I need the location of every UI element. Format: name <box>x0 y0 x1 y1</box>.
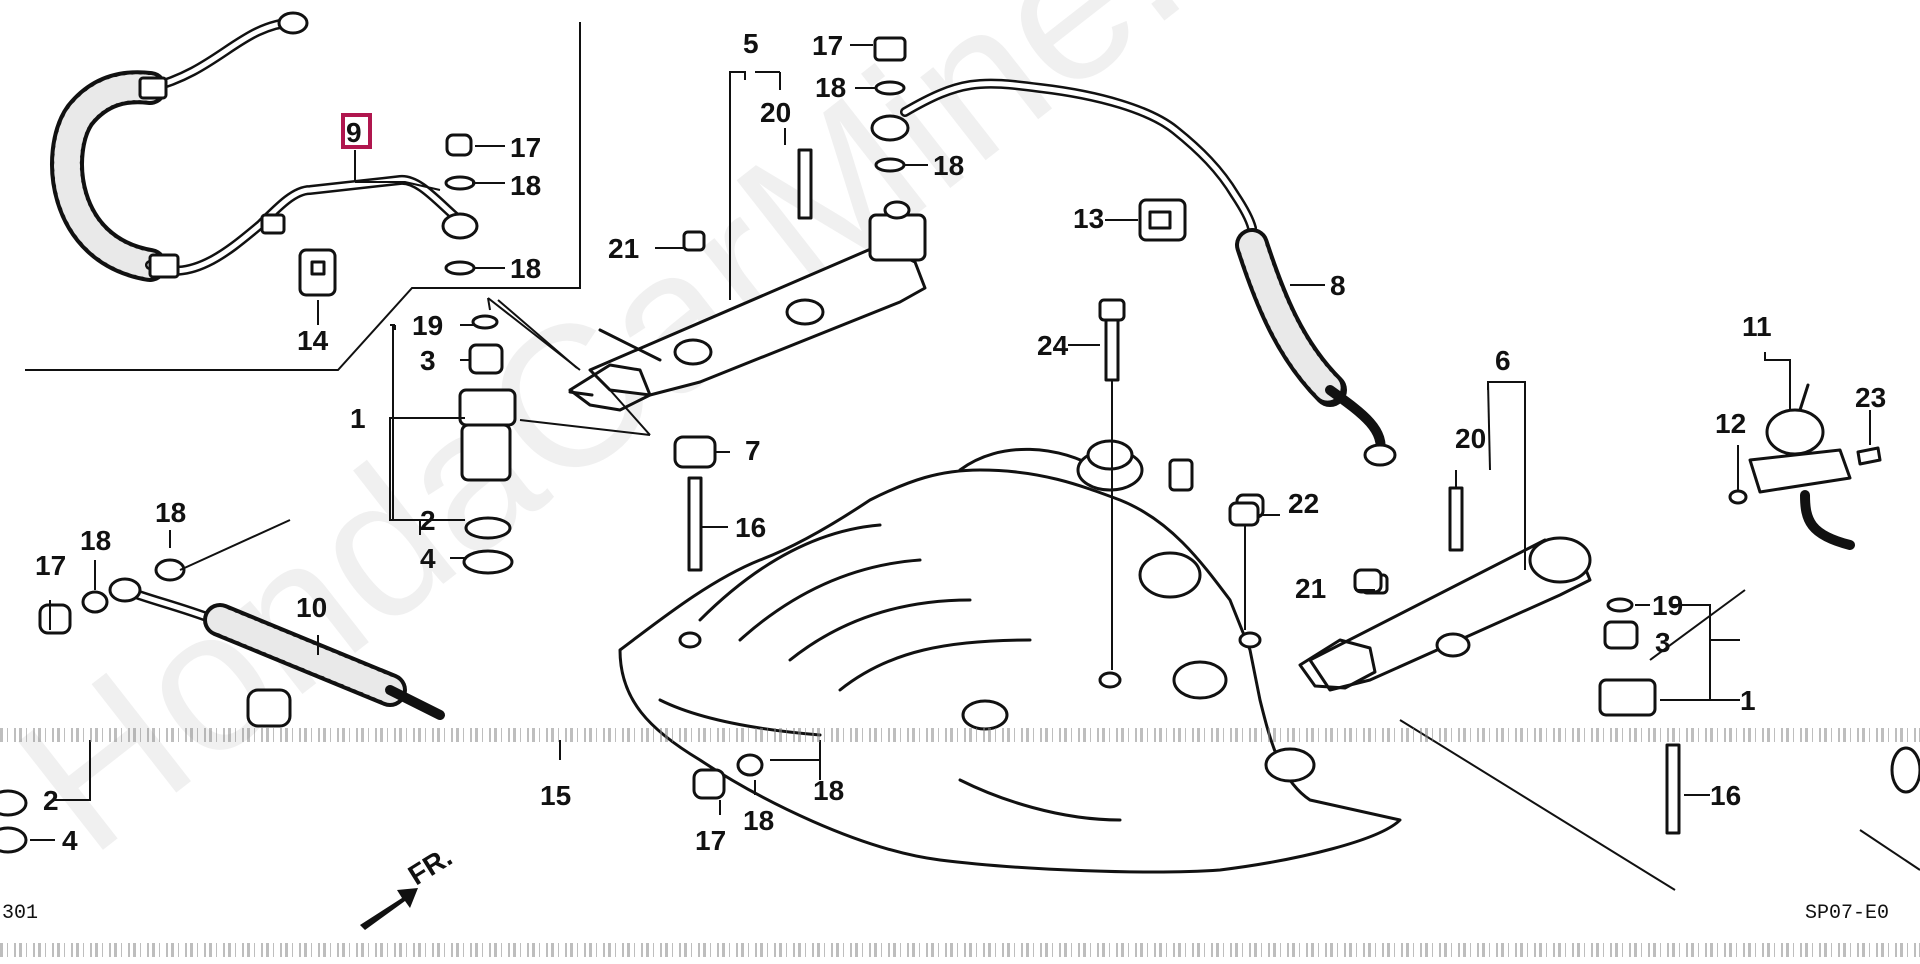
callout-20[interactable]: 20 <box>760 97 791 128</box>
collar-7-stud-16 <box>673 435 717 572</box>
callout-22[interactable]: 22 <box>1288 488 1319 519</box>
injector-stack-right <box>1598 597 1681 835</box>
callout-3[interactable]: 3 <box>420 345 436 376</box>
lower-fasteners <box>0 493 1920 854</box>
bolt-24 <box>1098 298 1126 382</box>
callout-17[interactable]: 17 <box>35 550 66 581</box>
callout-19[interactable]: 19 <box>412 310 443 341</box>
callout-21[interactable]: 21 <box>608 233 639 264</box>
left-fasteners <box>38 558 292 728</box>
callout-13[interactable]: 13 <box>1073 203 1104 234</box>
callout-12[interactable]: 12 <box>1715 408 1746 439</box>
callout-18[interactable]: 18 <box>743 805 774 836</box>
callout-17[interactable]: 17 <box>695 825 726 856</box>
callout-labels[interactable]: 9 17 18 18 14 5 17 18 20 18 21 19 3 1 2 … <box>35 28 1886 856</box>
callout-3[interactable]: 3 <box>1655 627 1671 658</box>
callout-18[interactable]: 18 <box>815 72 846 103</box>
callout-24[interactable]: 24 <box>1037 330 1069 361</box>
fuel-rail-5 <box>568 200 927 412</box>
callout-16[interactable]: 16 <box>735 512 766 543</box>
scan-noise <box>0 728 1920 957</box>
callout-4[interactable]: 4 <box>420 543 436 574</box>
callout-2[interactable]: 2 <box>43 785 59 816</box>
callout-18[interactable]: 18 <box>510 170 541 201</box>
callout-2[interactable]: 2 <box>420 505 436 536</box>
intake-manifold <box>618 439 1402 874</box>
callout-18[interactable]: 18 <box>80 525 111 556</box>
injector-stack-left <box>458 314 517 575</box>
callout-15[interactable]: 15 <box>540 780 571 811</box>
callout-6[interactable]: 6 <box>1495 345 1511 376</box>
front-direction-arrow: FR. <box>360 841 457 930</box>
callout-10[interactable]: 10 <box>296 592 327 623</box>
return-hose-8 <box>1235 228 1397 467</box>
inset-frame <box>25 22 581 371</box>
banjo-bolt-inset <box>441 133 479 276</box>
direction-label: FR. <box>403 841 458 891</box>
callout-20[interactable]: 20 <box>1455 423 1486 454</box>
callout-5[interactable]: 5 <box>743 28 759 59</box>
callout-18[interactable]: 18 <box>155 497 186 528</box>
clip-14 <box>298 248 337 297</box>
diagram-code-right: SP07-E0 <box>1805 902 1889 925</box>
callout-21[interactable]: 21 <box>1295 573 1326 604</box>
diagram-code-left: 301 <box>2 902 38 925</box>
clip-13 <box>1138 198 1187 242</box>
callout-19[interactable]: 19 <box>1652 590 1683 621</box>
callout-23[interactable]: 23 <box>1855 382 1886 413</box>
hose-10 <box>108 577 445 720</box>
callout-7[interactable]: 7 <box>745 435 761 466</box>
callout-17[interactable]: 17 <box>510 132 541 163</box>
fuel-rail-6 <box>1298 486 1592 692</box>
nut-22 <box>1228 501 1260 527</box>
callout-1[interactable]: 1 <box>350 403 366 434</box>
pressure-hose-9 <box>50 11 470 282</box>
leader-lines <box>30 44 1920 891</box>
pressure-regulator-11 <box>1728 383 1882 550</box>
selected-callout-box <box>341 113 372 149</box>
callout-17[interactable]: 17 <box>812 30 843 61</box>
callout-9[interactable]: 9 <box>346 117 362 148</box>
callout-14[interactable]: 14 <box>297 325 329 356</box>
callout-18[interactable]: 18 <box>933 150 964 181</box>
callout-18[interactable]: 18 <box>510 253 541 284</box>
callout-8[interactable]: 8 <box>1330 270 1346 301</box>
callout-16[interactable]: 16 <box>1710 780 1741 811</box>
callout-1[interactable]: 1 <box>1740 685 1756 716</box>
callout-4[interactable]: 4 <box>62 825 78 856</box>
callout-18[interactable]: 18 <box>813 775 844 806</box>
callout-11[interactable]: 11 <box>1742 311 1772 342</box>
